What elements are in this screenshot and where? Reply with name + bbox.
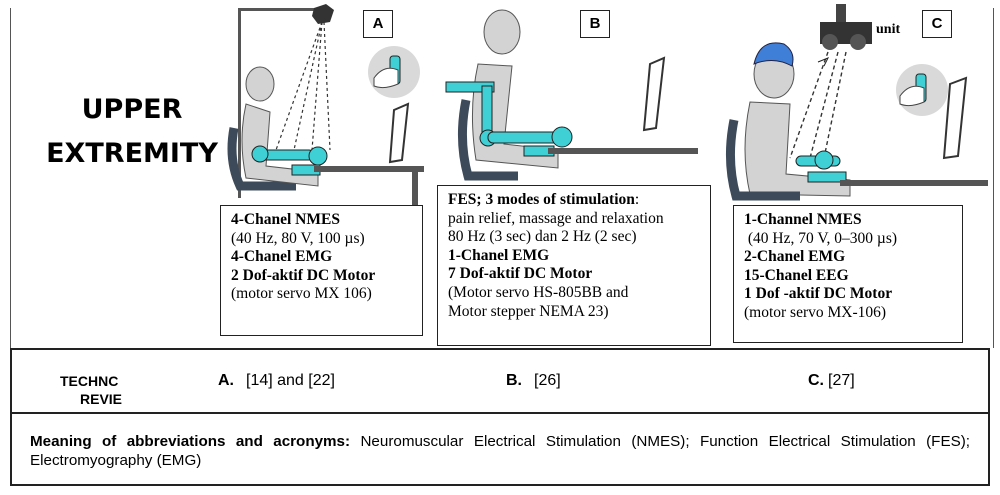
spec-line: (40 Hz, 80 V, 100 µs) [231, 229, 365, 247]
technology-label-line-1: TECHNC [60, 373, 119, 389]
spec-line: 4-Chanel EMG [231, 248, 333, 266]
spec-line: 7 Dof-aktif DC Motor [448, 265, 593, 283]
spec-line: (Motor servo HS-805BB and [448, 283, 629, 301]
panel-c-illustration [725, 4, 988, 201]
panel-b-illustration [445, 9, 698, 181]
panel-a-illustration [227, 4, 424, 206]
panel-a-letter: A [363, 10, 393, 38]
abbreviations-heading: Meaning of abbreviations and acronyms: [30, 433, 351, 450]
reference-citation: [14] and [22] [246, 372, 335, 389]
reference-a: A. [14] and [22] [218, 372, 335, 390]
spec-line: 2-Chanel EMG [744, 248, 846, 266]
spec-line: 1 Dof -aktif DC Motor [744, 285, 893, 303]
region-title: UPPER EXTREMITY [42, 88, 222, 176]
reference-letter: B. [506, 372, 522, 389]
abbreviations-body: Neuromuscular Electrical Stimulation (NM… [30, 433, 970, 469]
chair-icon [725, 119, 800, 201]
figure-top-frame [10, 8, 994, 348]
technology-label-line-2: REVIE [80, 391, 123, 407]
monitor-icon [942, 76, 968, 160]
eeg-cap-icon [753, 42, 794, 67]
spec-line: 1-Channel NMES [744, 211, 862, 228]
reference-letter: C. [808, 372, 824, 389]
spec-heading: FES; 3 modes of stimulation [448, 191, 635, 208]
panel-c-letter: C [922, 10, 952, 38]
technology-review-label: TECHNC REVIE [60, 372, 136, 408]
spec-line: 15-Chanel EEG [744, 266, 849, 284]
references-row: TECHNC REVIE A. [14] and [22] B. [26] C.[2… [10, 348, 990, 414]
spec-line: 4-Chanel NMES [231, 211, 340, 228]
shoulder-frame [445, 81, 495, 93]
desk-icon [840, 180, 988, 186]
panel-b-specs: FES; 3 modes of stimulation: pain relief… [437, 185, 711, 346]
panel-a-specs: 4-Chanel NMES (40 Hz, 80 V, 100 µs) 4-Ch… [220, 205, 423, 336]
desk-icon [314, 166, 424, 172]
spec-heading-suffix: : [634, 191, 640, 208]
panel-b-letter: B [580, 10, 610, 38]
overhead-frame-beam [238, 8, 330, 11]
spec-line: (motor servo MX 106) [231, 285, 372, 303]
spec-line: Motor stepper NEMA 23) [448, 302, 609, 320]
chair-icon [227, 127, 296, 191]
robot-unit-label: unit [876, 22, 901, 37]
ceiling-sensor-icon [312, 4, 334, 24]
elbow-joint [251, 145, 269, 163]
spec-line: 80 Hz (3 sec) dan 2 Hz (2 sec) [448, 228, 637, 246]
reference-letter: A. [218, 372, 234, 389]
monitor-icon [388, 102, 410, 164]
spec-line: (40 Hz, 70 V, 0–300 µs) [744, 229, 898, 247]
monitor-icon [642, 56, 666, 132]
spec-line: pain relief, massage and relaxation [448, 209, 664, 227]
reference-citation: [26] [534, 372, 561, 389]
hand-grip [308, 146, 328, 166]
desk-icon [548, 148, 698, 154]
robot-unit-icon [820, 4, 872, 50]
spec-line: 1-Chanel EMG [448, 246, 550, 264]
reference-b: B. [26] [506, 372, 561, 390]
reference-c: C.[27] [808, 372, 855, 390]
spec-line: 2 Dof-aktif DC Motor [231, 266, 376, 284]
spec-line: (motor servo MX-106) [744, 303, 887, 321]
chair-icon [457, 99, 518, 181]
reference-citation: [27] [828, 372, 855, 389]
abbreviations-note: Meaning of abbreviations and acronyms: N… [10, 414, 990, 486]
tether-lines [789, 51, 847, 159]
overhead-frame-post [238, 8, 241, 198]
tether-lines [275, 21, 331, 151]
person-head [245, 66, 275, 102]
exoskeleton-forearm [487, 131, 559, 144]
panel-c-specs: 1-Channel NMES (40 Hz, 70 V, 0–300 µs) 2… [733, 205, 963, 343]
hand-grip [551, 126, 573, 148]
person-head [483, 9, 521, 55]
region-title-line-1: UPPER [81, 94, 183, 125]
hand-grip [814, 150, 834, 170]
spec-line: FES; 3 modes of stimulation: [448, 191, 700, 210]
region-title-line-2: EXTREMITY [46, 138, 218, 169]
